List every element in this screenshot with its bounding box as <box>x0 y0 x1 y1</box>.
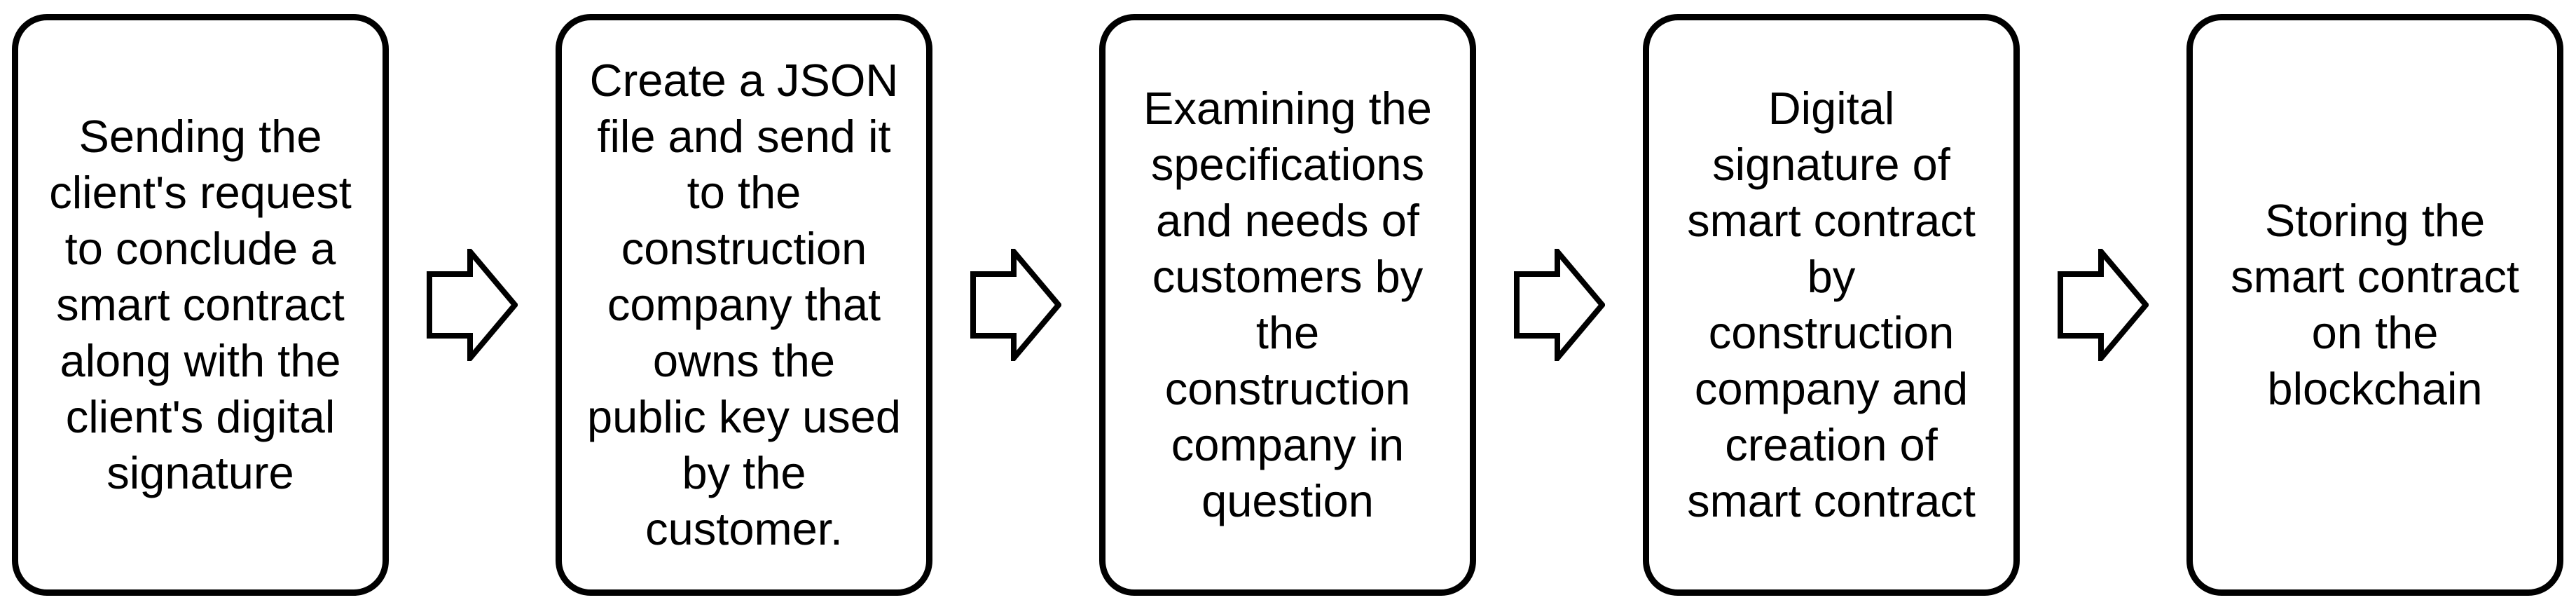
step-box-1: Sending the client's request to conclude… <box>12 14 389 596</box>
arrow-slot-4 <box>2020 14 2186 596</box>
block-arrow-right-icon <box>970 249 1061 361</box>
step-label-2: Create a JSON file and send it to the co… <box>586 55 902 554</box>
arrow-slot-1 <box>389 14 556 596</box>
step-label-1: Sending the client's request to conclude… <box>49 111 352 498</box>
arrow-slot-3 <box>1476 14 1643 596</box>
block-arrow-right-icon <box>2058 249 2149 361</box>
step-label-5: Storing the smart contract on the blockc… <box>2231 195 2519 414</box>
block-arrow-right-icon <box>427 249 518 361</box>
arrow-slot-2 <box>932 14 1099 596</box>
block-arrow-right-icon <box>1514 249 1605 361</box>
step-box-5: Storing the smart contract on the blockc… <box>2186 14 2563 596</box>
step-box-4: Digital signature of smart contract by c… <box>1643 14 2020 596</box>
step-box-2: Create a JSON file and send it to the co… <box>556 14 932 596</box>
step-label-4: Digital signature of smart contract by c… <box>1687 83 1976 526</box>
step-label-3: Examining the specifications and needs o… <box>1143 83 1432 526</box>
step-box-3: Examining the specifications and needs o… <box>1099 14 1476 596</box>
